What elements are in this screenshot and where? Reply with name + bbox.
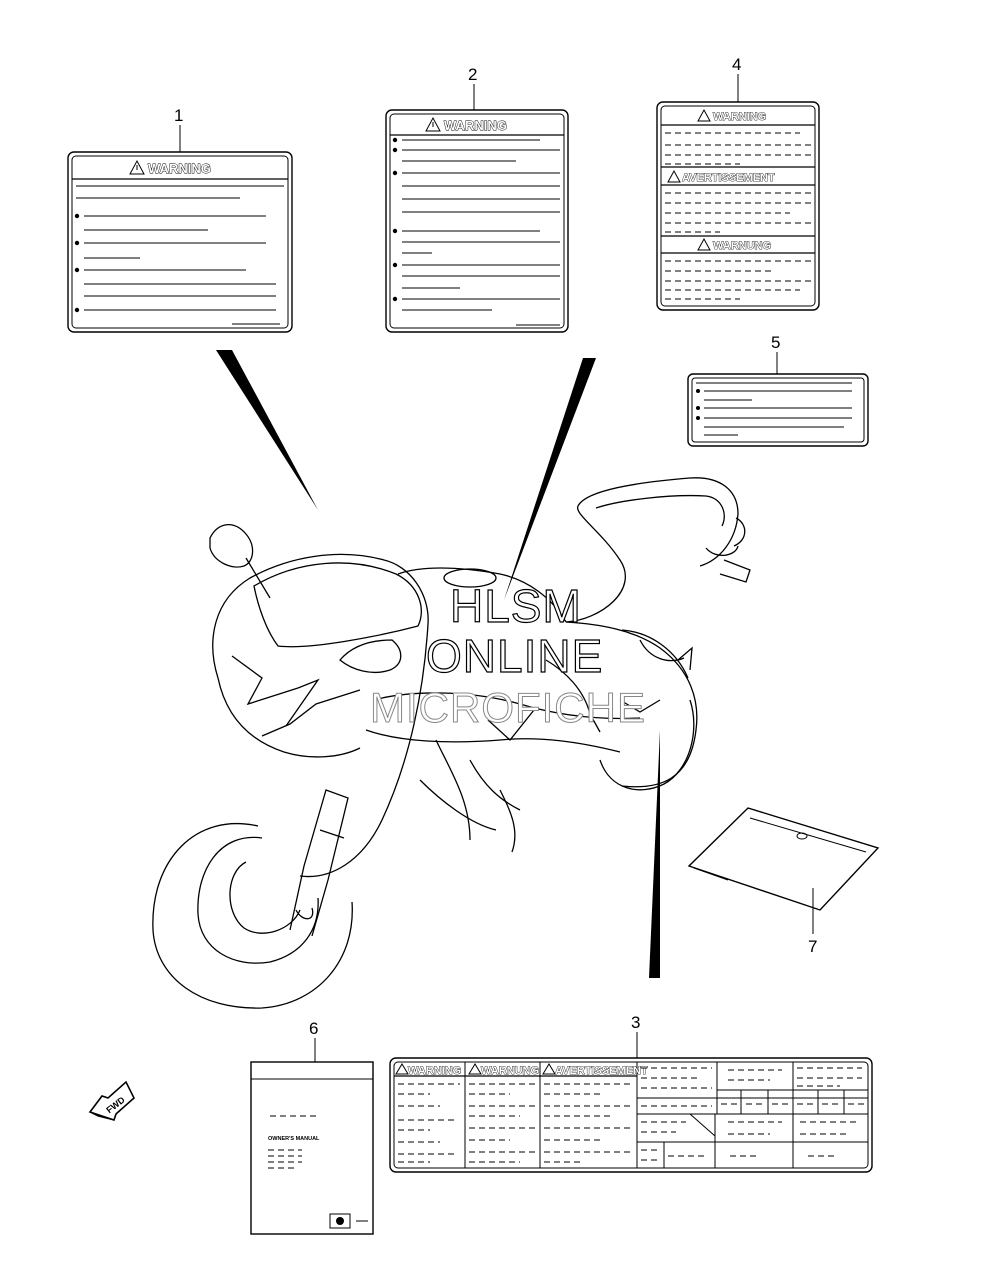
label-4-warnung-heading: WARNUNG xyxy=(713,240,771,252)
item-6-owners-manual[interactable]: 6 OWNER'S MANUAL xyxy=(250,1019,374,1235)
warning-triangle-icon xyxy=(667,169,681,183)
owners-manual-title: OWNER'S MANUAL xyxy=(268,1136,320,1142)
warning-triangle-icon xyxy=(395,1063,556,1075)
label-4-avertissement-heading: AVERTISSEMENT xyxy=(682,172,775,184)
callout-number-5: 5 xyxy=(771,333,780,352)
label-3-warning-heading: WARNING xyxy=(408,1065,461,1077)
warning-triangle-icon xyxy=(425,116,441,132)
callout-number-1: 1 xyxy=(174,106,183,125)
watermark-line-2: ONLINE xyxy=(426,630,603,682)
label-1-warning-heading: WARNING xyxy=(148,161,211,176)
warning-triangle-icon xyxy=(129,159,145,175)
callout-number-6: 6 xyxy=(309,1019,318,1038)
label-2[interactable]: 2 WARNING xyxy=(385,65,569,333)
pointer-label-2 xyxy=(504,358,596,600)
warning-triangle-icon xyxy=(697,108,711,122)
callout-number-2: 2 xyxy=(468,65,477,84)
label-4[interactable]: 4 WARNING AVERTISSEMENT WARNUNG xyxy=(656,55,820,311)
label-3[interactable]: 3 WARNING WARNUNG AVERTISSEMENT xyxy=(389,1013,873,1173)
logo-icon xyxy=(336,1217,344,1225)
label-1[interactable]: 1 WARNING xyxy=(67,106,293,333)
label-2-warning-heading: WARNING xyxy=(444,118,507,133)
watermark: HLSM ONLINE MICROFICHE xyxy=(370,579,646,731)
warning-triangle-icon xyxy=(697,237,711,251)
item-7-card[interactable]: 7 xyxy=(687,807,880,956)
label-3-warnung-heading: WARNUNG xyxy=(481,1065,539,1077)
callout-number-4: 4 xyxy=(732,55,741,74)
watermark-line-3: MICROFICHE xyxy=(370,684,646,731)
pointer-label-1 xyxy=(216,350,318,510)
callout-number-7: 7 xyxy=(808,937,817,956)
label-4-warning-heading: WARNING xyxy=(713,111,766,123)
fwd-arrow-icon: FWD xyxy=(88,1080,135,1122)
label-3-avertissement-heading: AVERTISSEMENT xyxy=(555,1065,648,1077)
callout-number-3: 3 xyxy=(631,1013,640,1032)
label-5[interactable]: 5 xyxy=(687,333,869,447)
watermark-line-1: HLSM xyxy=(450,580,582,632)
pointer-label-3 xyxy=(649,730,660,978)
motorcycle-outline xyxy=(152,477,751,1009)
